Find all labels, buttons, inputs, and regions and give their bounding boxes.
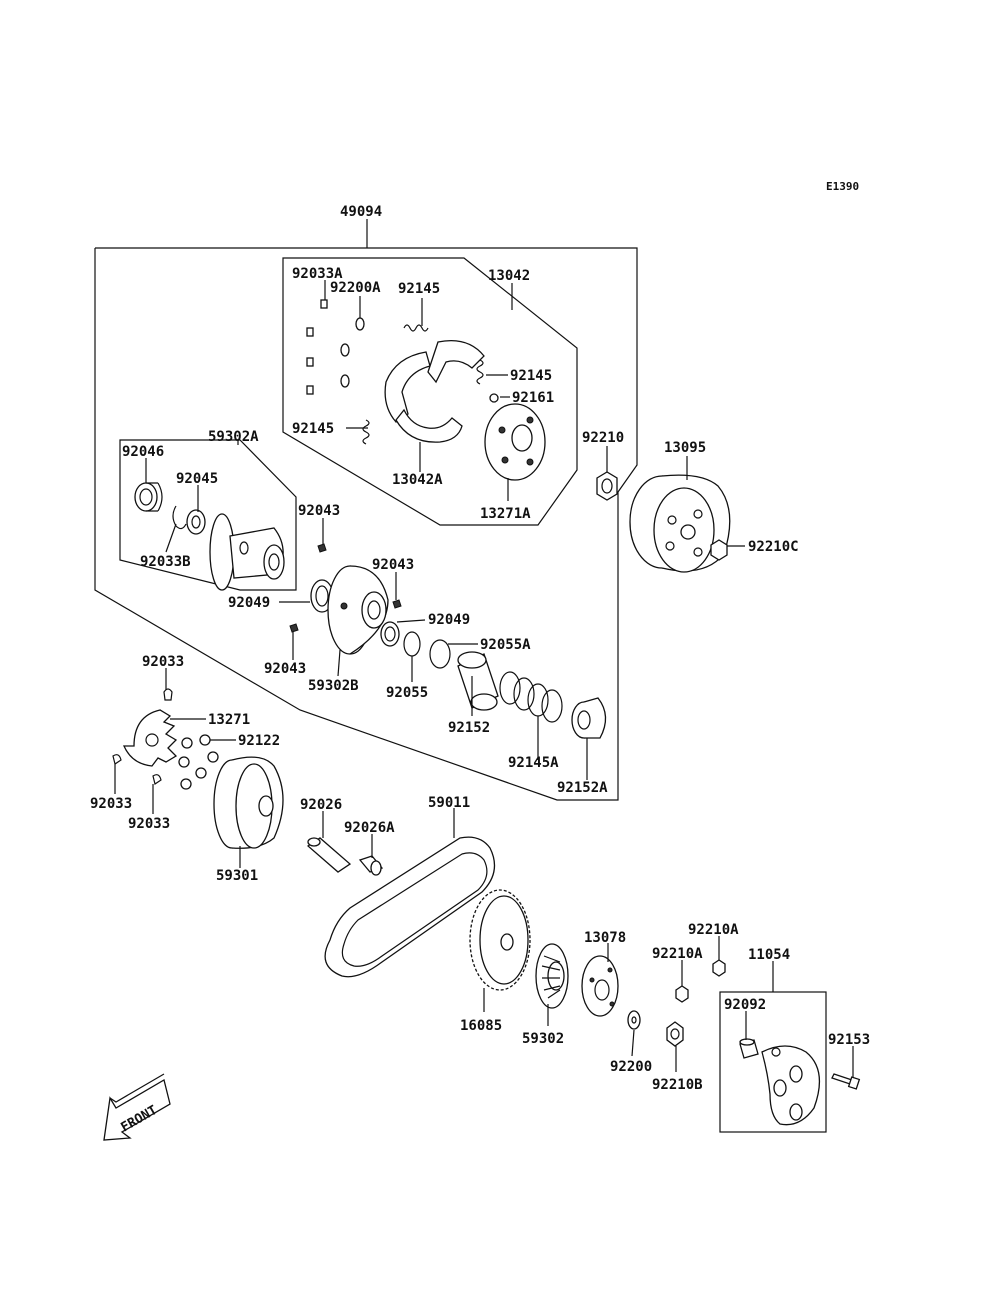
leader-lines: [114, 219, 854, 1078]
label-92210B: 92210B: [652, 1077, 703, 1093]
nut-92210C-part: [710, 539, 728, 561]
pin-92043-a-part: [317, 543, 327, 553]
label-13042: 13042: [488, 268, 530, 284]
label-13078: 13078: [584, 930, 626, 946]
slider-92033-top-part: [163, 688, 173, 701]
label-92043-a: 92043: [298, 503, 340, 519]
label-92200A: 92200A: [330, 280, 381, 296]
label-16085: 16085: [460, 1018, 502, 1034]
pin-92043-b-part: [392, 599, 402, 609]
belt-59011-part: [324, 836, 496, 978]
label-92145-top: 92145: [398, 281, 440, 297]
sheave-59302A-part: [209, 513, 285, 591]
label-92046: 92046: [122, 444, 164, 460]
nut-92210A-a-part: [712, 959, 726, 977]
label-92049-a: 92049: [228, 595, 270, 611]
bearing-92046-part: [134, 482, 163, 512]
label-92026A: 92026A: [344, 820, 395, 836]
nut-92210B-part: [666, 1021, 684, 1047]
label-11054: 11054: [748, 947, 790, 963]
label-59302B: 59302B: [308, 678, 359, 694]
label-92055: 92055: [386, 685, 428, 701]
nut-92161-part: [489, 393, 499, 403]
nut-92210-part: [596, 471, 618, 501]
plate-13078-part: [581, 955, 619, 1017]
spring-92145-top-part: [403, 324, 429, 332]
spring-92145A-part: [499, 671, 563, 723]
label-92043-c: 92043: [264, 661, 306, 677]
label-92210: 92210: [582, 430, 624, 446]
label-92161: 92161: [512, 390, 554, 406]
washer-92200-part: [627, 1010, 641, 1030]
o-ring-92055A-part: [429, 639, 451, 669]
clutch-shoe-13042-part: [384, 339, 485, 443]
bearing-92045-part: [186, 509, 206, 535]
pin-92043-c-part: [289, 623, 299, 633]
label-92049-b: 92049: [428, 612, 470, 628]
diagram-code: E1390: [826, 180, 859, 193]
assembly-49094-frame: [94, 247, 638, 801]
label-92152: 92152: [448, 720, 490, 736]
label-92153: 92153: [828, 1032, 870, 1048]
roller-92122-part: [178, 734, 219, 790]
ramp-plate-13271-part: [122, 709, 178, 767]
label-92033B: 92033B: [140, 554, 191, 570]
oil-seal-92049-a-part: [310, 579, 334, 613]
label-59011: 59011: [428, 795, 470, 811]
fan-59302-part: [535, 943, 569, 1009]
label-92045: 92045: [176, 471, 218, 487]
spring-92145-right-part: [476, 359, 484, 385]
assembly-13042-frame: [282, 257, 578, 526]
assembly-59302A-frame: [119, 439, 297, 591]
label-59302A: 59302A: [208, 429, 259, 445]
gear-16085-part: [469, 889, 531, 991]
collar-92026-part: [306, 837, 352, 873]
label-59301: 59301: [216, 868, 258, 884]
label-92026: 92026: [300, 797, 342, 813]
label-92152A: 92152A: [557, 780, 608, 796]
label-92122: 92122: [238, 733, 280, 749]
circlip-92033B-part: [172, 505, 187, 530]
spring-92145-left-part: [362, 419, 370, 445]
nut-92210A-b-part: [675, 985, 689, 1003]
slider-92033-bottom-part: [152, 774, 162, 785]
label-92033A: 92033A: [292, 266, 343, 282]
label-92145-right: 92145: [510, 368, 552, 384]
front-arrow-icon: FRONT: [103, 1073, 171, 1141]
collar-92152-part: [457, 651, 499, 711]
label-92210C: 92210C: [748, 539, 799, 555]
pulley-59301-part: [213, 756, 284, 849]
label-92033-left: 92033: [90, 796, 132, 812]
label-49094: 49094: [340, 204, 382, 220]
label-92145-left: 92145: [292, 421, 334, 437]
clutch-plate-13271A-part: [484, 403, 546, 481]
pin-92033A-part: [306, 299, 328, 395]
label-92033-top: 92033: [142, 654, 184, 670]
o-ring-92055-part: [403, 631, 421, 657]
collar-92026A-part: [358, 855, 384, 876]
oil-seal-92049-b-part: [380, 621, 400, 647]
label-13271A: 13271A: [480, 506, 531, 522]
sheave-59302B-part: [327, 565, 389, 655]
slider-92033-left-part: [112, 754, 122, 765]
bolt-92153-part: [831, 1073, 861, 1090]
label-13042A: 13042A: [392, 472, 443, 488]
label-92210A-a: 92210A: [688, 922, 739, 938]
label-13271: 13271: [208, 712, 250, 728]
label-92145A: 92145A: [508, 755, 559, 771]
washer-92200A-part: [340, 317, 365, 388]
label-92210A-b: 92210A: [652, 946, 703, 962]
label-92092: 92092: [724, 997, 766, 1013]
label-92055A: 92055A: [480, 637, 531, 653]
bracket-11054-part: [761, 1045, 820, 1126]
collar-92092-part: [739, 1038, 759, 1059]
label-92033-bottom: 92033: [128, 816, 170, 832]
label-92200: 92200: [610, 1059, 652, 1075]
collar-92152A-part: [571, 697, 607, 739]
label-13095: 13095: [664, 440, 706, 456]
label-92043-b: 92043: [372, 557, 414, 573]
label-59302: 59302: [522, 1031, 564, 1047]
